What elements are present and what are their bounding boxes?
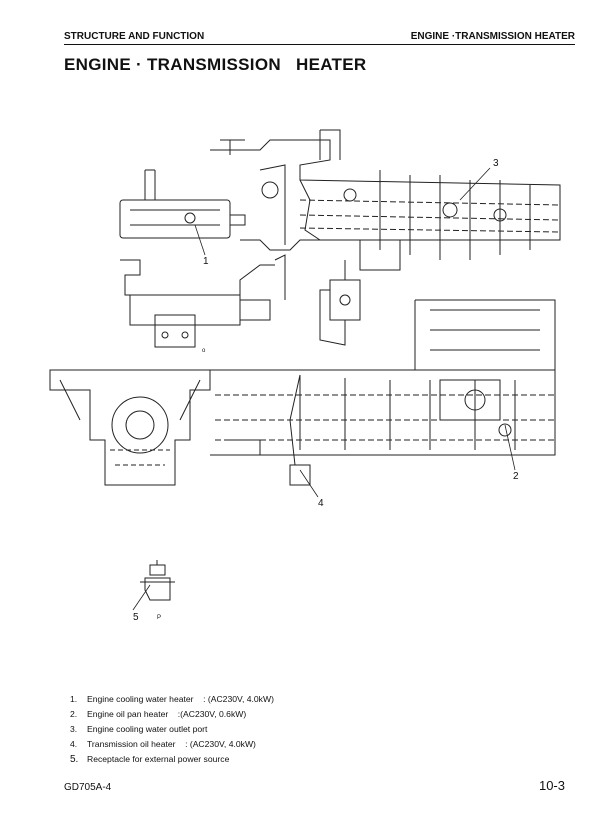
topic-label: ENGINE ·TRANSMISSION HEATER [410,31,575,42]
callout-1: 1 [203,256,209,267]
engine-water-heater-drawing [119,169,246,239]
heater-assembly-drawing [120,254,286,348]
legend-item: 2.Engine oil pan heater :(AC230V, 0.6kW) [70,709,247,719]
callout-4: 4 [318,498,324,509]
engine-side-drawing [210,299,556,486]
callout-2: 2 [513,471,519,482]
model-number: GD705A-4 [64,782,112,793]
section-label: STRUCTURE AND FUNCTION [64,31,205,42]
legend-item: 3.Engine cooling water outlet port [70,724,208,734]
receptacle-drawing [140,560,175,601]
rear-frame-drawing [49,369,211,486]
callout-3: 3 [493,158,499,169]
legend-item: 1.Engine cooling water heater : (AC230V,… [70,694,274,704]
legend-item: 4.Transmission oil heater : (AC230V, 4.0… [70,739,256,749]
page-title: ENGINE · TRANSMISSION HEATER [64,55,367,74]
callout-5: 5 [133,612,139,623]
legend-item: 5.Receptacle for external power source [70,754,230,765]
page-number: 10-3 [538,778,565,793]
running-header: STRUCTURE AND FUNCTION ENGINE ·TRANSMISS… [64,30,575,45]
leader-lines [132,167,516,611]
drawing-mark-o: o [202,348,206,354]
chassis-top-drawing [210,129,561,271]
parts-legend: 1.Engine cooling water heater : (AC230V,… [70,692,274,767]
drawing-mark-p: P [157,615,162,621]
heater-detail-drawing [319,260,361,346]
